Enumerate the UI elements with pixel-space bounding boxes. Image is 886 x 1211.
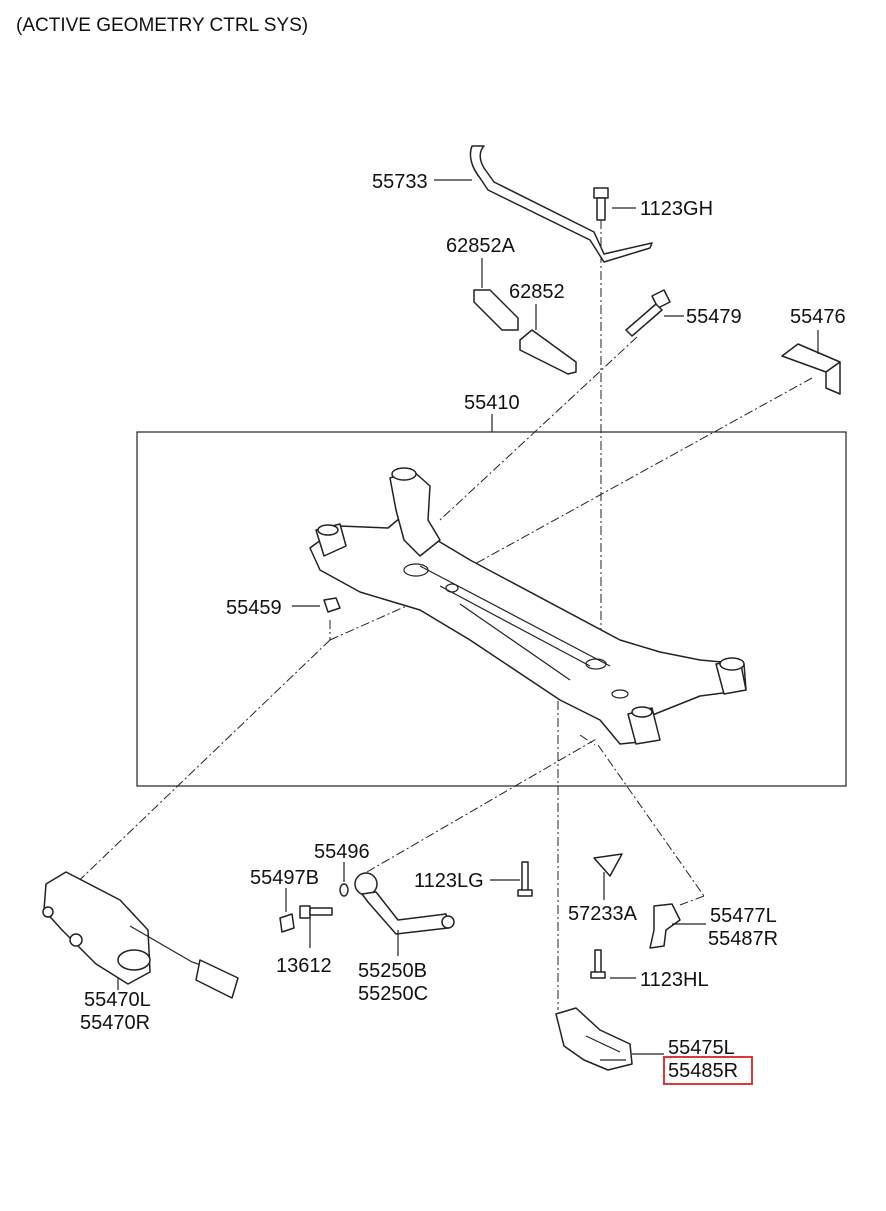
- part-1123HL-bolt[interactable]: [590, 949, 606, 979]
- label-55497B[interactable]: 55497B: [250, 867, 319, 889]
- part-55475-bracket[interactable]: [555, 1007, 633, 1071]
- part-55250-arm[interactable]: [354, 872, 455, 935]
- part-55459-nut[interactable]: [323, 597, 341, 613]
- label-62852A[interactable]: 62852A: [446, 235, 516, 257]
- label-55476[interactable]: 55476: [790, 306, 846, 328]
- label-55485R[interactable]: 55485R: [668, 1060, 738, 1082]
- label-13612[interactable]: 13612: [276, 955, 332, 977]
- label-55459[interactable]: 55459: [226, 597, 282, 619]
- part-55733-rod[interactable]: [469, 145, 653, 263]
- label-57233A[interactable]: 57233A: [568, 903, 638, 925]
- label-55479[interactable]: 55479: [686, 306, 742, 328]
- part-13612-bolt[interactable]: [299, 905, 333, 919]
- part-labels: 55733 1123GH 62852A 62852 55479 55476 55…: [80, 171, 846, 1085]
- part-62852-pad[interactable]: [519, 329, 577, 375]
- label-55470R[interactable]: 55470R: [80, 1012, 150, 1034]
- part-55497B-nut[interactable]: [279, 913, 295, 933]
- highlight-box: [663, 1056, 753, 1085]
- label-55250C[interactable]: 55250C: [358, 983, 428, 1005]
- alignment-lines: [63, 220, 813, 1010]
- label-55470L[interactable]: 55470L: [84, 989, 151, 1011]
- label-1123LG[interactable]: 1123LG: [414, 870, 484, 892]
- part-55476-bracket[interactable]: [781, 343, 841, 395]
- label-62852[interactable]: 62852: [509, 281, 565, 303]
- label-55477L[interactable]: 55477L: [710, 905, 777, 927]
- part-1123GH-bolt[interactable]: [593, 187, 609, 221]
- part-55410-subframe[interactable]: [309, 467, 747, 745]
- part-55470-actuator[interactable]: [42, 871, 239, 999]
- part-62852A-pad[interactable]: [473, 289, 519, 331]
- label-55475L[interactable]: 55475L: [668, 1037, 735, 1059]
- label-55733[interactable]: 55733: [372, 171, 428, 193]
- part-55477-bracket[interactable]: [649, 903, 681, 949]
- label-55410[interactable]: 55410: [464, 392, 520, 414]
- label-55250B[interactable]: 55250B: [358, 960, 427, 982]
- part-55496-ring[interactable]: [339, 883, 349, 897]
- label-1123HL[interactable]: 1123HL: [640, 969, 709, 991]
- diagram-title: (ACTIVE GEOMETRY CTRL SYS): [16, 15, 308, 36]
- label-1123GH[interactable]: 1123GH: [640, 198, 713, 220]
- label-55496[interactable]: 55496: [314, 841, 370, 863]
- part-57233A-clip[interactable]: [593, 853, 623, 877]
- part-1123LG-bolt[interactable]: [517, 861, 533, 897]
- part-55479-bolt[interactable]: [625, 289, 671, 337]
- label-55487R[interactable]: 55487R: [708, 928, 778, 950]
